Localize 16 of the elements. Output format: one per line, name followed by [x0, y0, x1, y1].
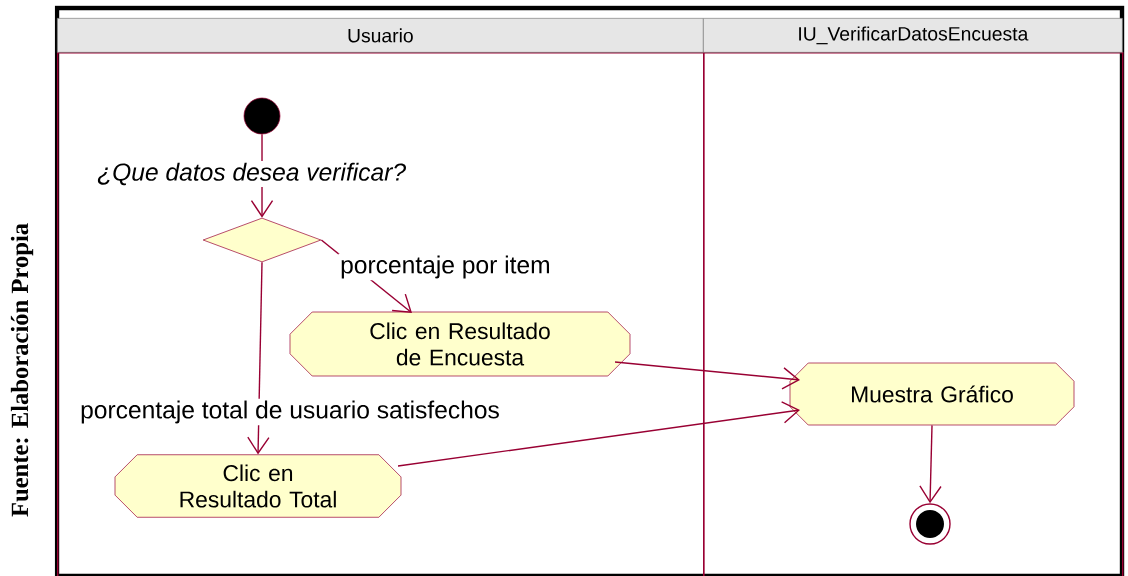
- node-label: IU_VerificarDatosEncuesta: [799, 26, 1029, 45]
- arrow: [247, 261, 270, 455]
- initial-node: [243, 97, 281, 135]
- node-label: Usuario: [348, 28, 413, 43]
- arrow: [397, 401, 800, 467]
- action-box: Clic en Resultado Total: [114, 454, 402, 518]
- arrow: [614, 361, 800, 390]
- edge-label: ¿Que datos desea verificar?: [95, 161, 408, 187]
- action-box: Muestra Gráfico: [789, 362, 1075, 426]
- final-node: [909, 503, 951, 545]
- decision-diamond: [202, 217, 322, 263]
- edge-label: porcentaje por item: [338, 253, 553, 281]
- arrow: [919, 424, 942, 504]
- edge-label: porcentaje total de usuario satisfechos: [78, 398, 502, 426]
- caption: Fuente: Elaboración Propia: [10, 223, 34, 517]
- action-box: Clic en Resultado de Encuesta: [289, 311, 631, 377]
